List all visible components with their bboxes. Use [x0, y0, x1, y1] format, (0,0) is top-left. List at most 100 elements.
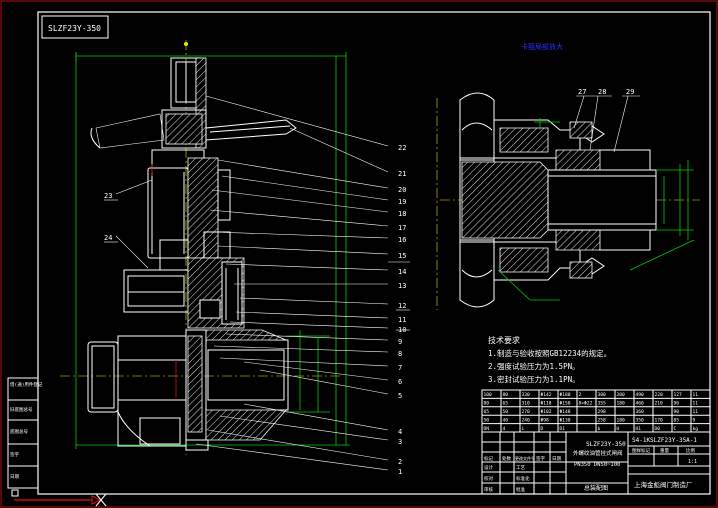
balloon-23: 23 — [104, 192, 112, 200]
param-table-cell: 210 — [655, 401, 664, 407]
param-table-cell: 180 — [617, 417, 626, 423]
param-table-cell: 360 — [636, 409, 645, 415]
title-tag-box — [41, 15, 109, 39]
tech-requirements: 技术要求 1.制造与验收按照GB12234的规定。 2.强度试验压力为1.5PN… — [488, 335, 611, 384]
param-table-cell: 80 — [503, 392, 509, 398]
tb-cell-mark: 图样标记 — [632, 447, 650, 454]
param-table-cell: 85 — [674, 417, 680, 423]
param-table-cell: 96 — [674, 401, 680, 407]
param-table-cell: Φ130 — [560, 417, 571, 423]
param-table-cell: kg — [693, 426, 699, 432]
inner-frame — [37, 11, 711, 495]
param-table-cell: Φ98 — [541, 417, 550, 423]
param-table-cell: Φ142 — [541, 392, 552, 398]
param-table-cell: 170 — [655, 417, 664, 423]
param-table-cell: 11 — [693, 392, 699, 398]
tb-header-date: 日期 — [552, 456, 561, 462]
balloon-18: 18 — [398, 210, 406, 218]
param-table-cell: 2 — [579, 392, 582, 398]
param-table-cell: 180 — [617, 401, 626, 407]
param-table-cell: 65 — [484, 409, 490, 415]
tb-material: 总装配图 — [584, 484, 608, 492]
side-strip-label-3: 签字 — [10, 451, 19, 458]
balloon-14: 14 — [398, 268, 406, 276]
balloon-7: 7 — [398, 364, 402, 372]
balloon-19: 19 — [398, 198, 406, 206]
param-table-cell: 350 — [636, 417, 645, 423]
tb-role-review: 审核 — [484, 486, 493, 493]
param-table-cell: 460 — [636, 401, 645, 407]
param-table-cell: H — [617, 426, 620, 432]
param-table-cell: D1 — [560, 426, 566, 432]
param-table-cell: 490 — [636, 392, 645, 398]
tb-role-approve: 批准 — [516, 486, 525, 493]
ucs-icon — [11, 489, 107, 507]
side-strip-label-2: 底图总号 — [10, 428, 28, 435]
param-table-cell: Φ180 — [560, 392, 571, 398]
param-table-cell: D0 — [655, 426, 661, 432]
balloon-22: 22 — [398, 144, 406, 152]
param-table-cell: 65 — [503, 401, 509, 407]
param-table-cell: 270 — [522, 409, 531, 415]
title-block: 标记 处数 更改文件号 签字 日期 设计 校对 审核 工艺 标准化 批准 SLZ… — [481, 431, 711, 495]
param-table-cell: C — [674, 426, 677, 432]
tb-part-name: SLZF23Y-350 — [586, 441, 626, 448]
balloon-4: 4 — [398, 428, 402, 436]
balloon-13: 13 — [398, 282, 406, 290]
param-table-cell: 298 — [598, 409, 607, 415]
param-table-cell: 50 — [484, 417, 490, 423]
tb-scale-value: 1:1 — [688, 459, 697, 465]
tech-req-heading: 技术要求 — [488, 335, 520, 345]
param-table-cell: 90 — [674, 409, 680, 415]
balloon-6: 6 — [398, 378, 402, 386]
tb-company: 上海金彪阀门制造厂 — [634, 480, 693, 489]
param-table-cell: 258 — [598, 417, 607, 423]
balloon-15: 15 — [398, 252, 406, 260]
tb-cell-weight: 重量 — [660, 447, 669, 454]
param-table-cell: 200 — [617, 392, 626, 398]
balloon-28: 28 — [598, 88, 606, 96]
balloon-11: 11 — [398, 316, 406, 324]
tb-cell-scale: 比例 — [686, 447, 695, 454]
param-table-cell: 127 — [674, 392, 683, 398]
param-table-cell: 8×Φ22 — [579, 401, 593, 407]
balloon-17: 17 — [398, 224, 406, 232]
tech-req-item-3: 3.密封试验压力为1.1PN。 — [488, 374, 580, 384]
tb-header-count: 处数 — [502, 455, 511, 462]
param-table-cell: 80 — [484, 401, 490, 407]
param-table-cell: Φ158 — [560, 401, 571, 407]
balloon-16: 16 — [398, 236, 406, 244]
param-table-cell: 380 — [598, 392, 607, 398]
tb-role-standard: 标准化 — [516, 475, 530, 482]
side-strip-label-4: 日期 — [10, 474, 19, 480]
tb-role-process: 工艺 — [516, 465, 525, 471]
param-table-cell: 330 — [522, 392, 531, 398]
param-table-cell: b — [598, 426, 601, 432]
param-table-cell: 9 — [693, 417, 696, 423]
balloon-2: 2 — [398, 458, 402, 466]
param-table-cell: 310 — [522, 401, 531, 407]
title-tag: SLZF23Y-350 — [48, 24, 101, 33]
tech-req-item-1: 1.制造与验收按照GB12234的规定。 — [488, 348, 611, 358]
tech-req-item-2: 2.强度试验压力为1.5PN。 — [488, 361, 580, 371]
balloon-10: 10 — [398, 326, 406, 334]
balloon-12: 12 — [398, 302, 406, 310]
param-table-cell: 100 — [484, 392, 493, 398]
balloon-5: 5 — [398, 392, 402, 400]
balloon-8: 8 — [398, 350, 402, 358]
balloon-1: 1 — [398, 468, 402, 476]
main-valve-view — [60, 40, 410, 471]
balloon-24: 24 — [104, 234, 112, 242]
param-table-cell: d — [503, 426, 506, 432]
param-table-cell: 240 — [522, 417, 531, 423]
tb-pressure: PN350 DN50~100 — [574, 462, 620, 468]
balloon-21: 21 — [398, 170, 406, 178]
centerline-marker — [184, 42, 188, 46]
param-table-cell: Φ118 — [541, 401, 552, 407]
balloon-29: 29 — [626, 88, 634, 96]
view-label: 卡箍局部放大 — [521, 42, 563, 51]
param-table-cell: 40 — [503, 417, 509, 423]
